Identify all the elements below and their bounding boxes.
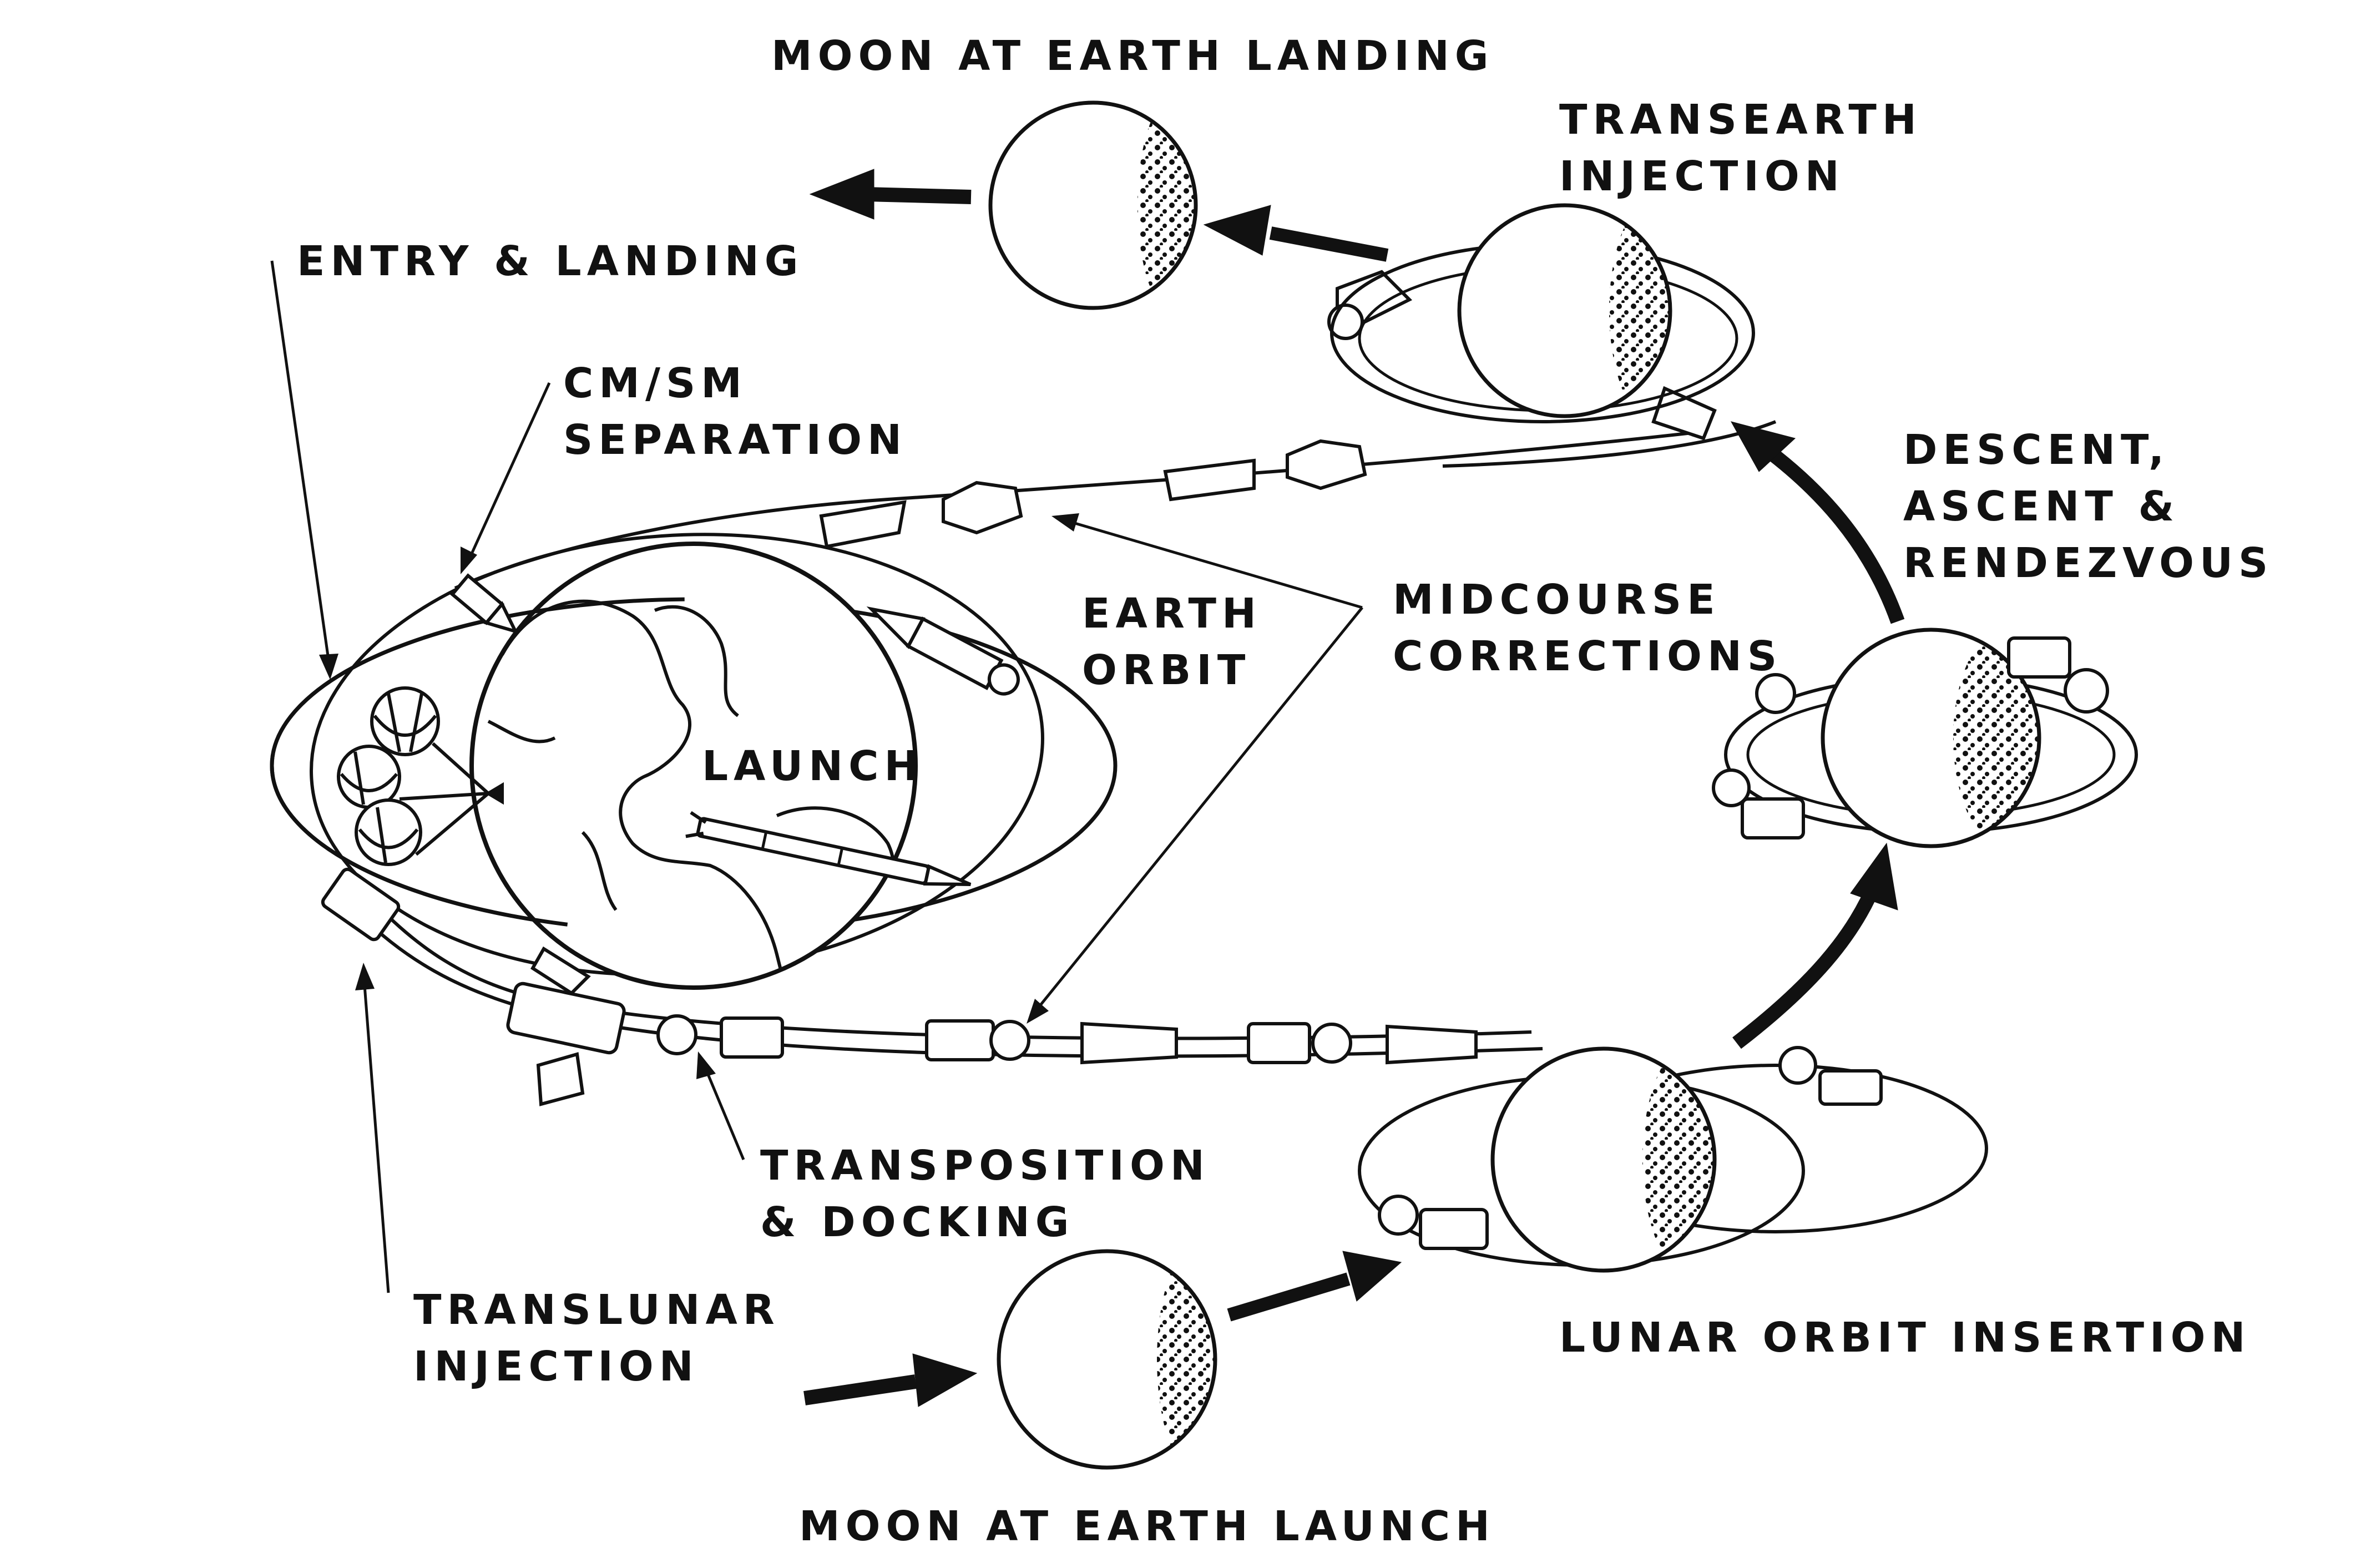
label-earth-orbit: EARTH ORBIT [1082, 590, 1262, 694]
parachutes [337, 686, 504, 866]
saturn-v-rocket [685, 811, 972, 886]
moon-at-earth-landing [988, 100, 1198, 310]
label-entry-and-landing: ENTRY & LANDING [297, 237, 804, 285]
transearth-stages [819, 270, 1717, 549]
label-lunar-orbit-insertion: LUNAR ORBIT INSERTION [1559, 1314, 2251, 1362]
label-cm-sm-separation: CM/SM SEPARATION [563, 360, 907, 464]
label-launch: LAUNCH [702, 742, 924, 790]
earth-orbit-return-craft [449, 573, 519, 634]
earth-globe [469, 542, 918, 990]
label-moon-at-earth-landing: MOON AT EARTH LANDING [771, 32, 1494, 80]
label-transearth-injection: TRANSEARTH INJECTION [1559, 96, 1922, 200]
label-moon-at-earth-launch: MOON AT EARTH LAUNCH [799, 1503, 1495, 1550]
label-descent-ascent-rendezvous: DESCENT, ASCENT & RENDEZVOUS [1903, 426, 2274, 587]
label-transposition-docking: TRANSPOSITION & DOCKING [760, 1142, 1210, 1246]
moon-lunar-orbit-insertion [1358, 1046, 1988, 1273]
earth-orbit-front [270, 597, 1118, 934]
moon-descent-ascent [1712, 628, 2138, 848]
label-midcourse-corrections: MIDCOURSE CORRECTIONS [1393, 576, 1783, 680]
earth-orbit-spacecraft [866, 606, 1020, 696]
translunar-stages [321, 867, 1478, 1106]
callout-heads [319, 513, 1079, 1079]
label-translunar-injection: TRANSLUNAR INJECTION [413, 1286, 780, 1390]
earth-group [270, 533, 1118, 990]
moon-transearth [1330, 203, 1755, 423]
callout-lines [270, 260, 1363, 1293]
moon-at-earth-launch [997, 1249, 1217, 1470]
flow-arrows [803, 169, 1905, 1407]
